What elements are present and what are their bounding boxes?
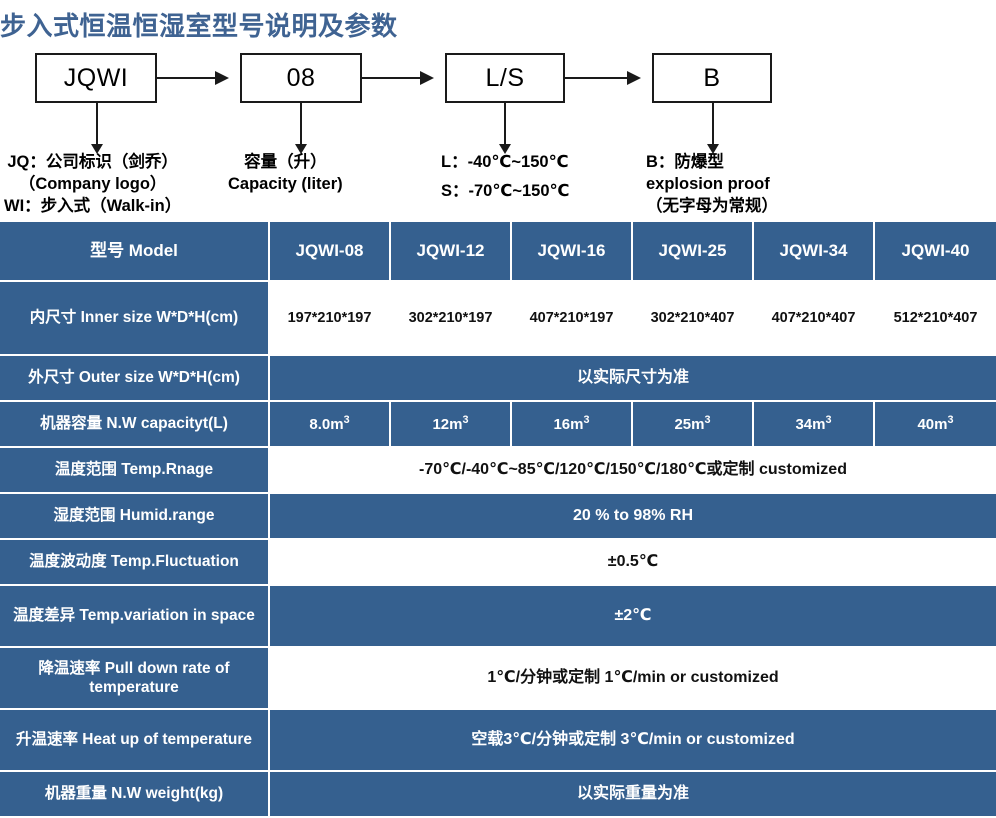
- row-label: 机器容量 N.W capacityt(L): [0, 402, 270, 448]
- model-code-diagram: JQWI 08 L/S B JQ：公司标识（剑乔） （Company logo）…: [0, 48, 996, 218]
- arrow-right-icon-3: [565, 71, 641, 85]
- legend-jqwi-line2: （Company logo）: [18, 174, 167, 193]
- row-label: 湿度范围 Humid.range: [0, 494, 270, 540]
- row-value-merged: -70℃/-40℃~85℃/120℃/150℃/180℃或定制 customiz…: [270, 448, 996, 494]
- row-value-4: 302*210*407: [633, 282, 754, 356]
- table-row: 外尺寸 Outer size W*D*H(cm)以实际尺寸为准: [0, 356, 996, 402]
- code-box-jqwi: JQWI: [35, 53, 157, 103]
- arrow-down-icon-2: [295, 103, 307, 154]
- table-header-model-1: JQWI-08: [270, 222, 391, 282]
- legend-capacity-line2: Capacity (liter): [228, 174, 343, 193]
- arrow-down-icon-1: [91, 103, 103, 154]
- code-box-temp-type: L/S: [445, 53, 565, 103]
- code-box-capacity: 08: [240, 53, 362, 103]
- arrow-down-icon-3: [499, 103, 511, 154]
- page-title: 步入式恒温恒湿室型号说明及参数: [0, 11, 398, 41]
- legend-jqwi-line1: JQ：公司标识（剑乔）: [7, 153, 178, 171]
- arrow-down-icon-4: [707, 103, 719, 154]
- row-value-1: 197*210*197: [270, 282, 391, 356]
- table-row: 温度波动度 Temp.Fluctuation±0.5℃: [0, 540, 996, 586]
- row-value-4: 25m3: [633, 402, 754, 448]
- legend-explosion: B：防爆型 explosion proof （无字母为常规）: [646, 152, 778, 217]
- table-header-model-3: JQWI-16: [512, 222, 633, 282]
- table-header-label: 型号 Model: [0, 222, 270, 282]
- table-header-model-6: JQWI-40: [875, 222, 996, 282]
- superscript: 3: [583, 413, 590, 426]
- table-header-model-2: JQWI-12: [391, 222, 512, 282]
- superscript: 3: [462, 413, 469, 426]
- row-value-3: 407*210*197: [512, 282, 633, 356]
- superscript: 3: [343, 413, 350, 426]
- legend-jqwi: JQ：公司标识（剑乔） （Company logo） WI：步入式（Walk-i…: [4, 152, 181, 217]
- table-header-model-5: JQWI-34: [754, 222, 875, 282]
- legend-explosion-line2: explosion proof: [646, 174, 770, 193]
- legend-capacity: 容量（升） Capacity (liter): [228, 152, 343, 196]
- superscript: 3: [947, 413, 954, 426]
- row-value-1: 8.0m3: [270, 402, 391, 448]
- legend-temp-type-line2: S：-70℃~150℃: [441, 181, 570, 200]
- row-label: 外尺寸 Outer size W*D*H(cm): [0, 356, 270, 402]
- row-value-merged: 1℃/分钟或定制 1℃/min or customized: [270, 648, 996, 710]
- table-row: 温度差异 Temp.variation in space±2℃: [0, 586, 996, 648]
- table-row: 机器重量 N.W weight(kg)以实际重量为准: [0, 772, 996, 818]
- row-value-merged: 20 % to 98% RH: [270, 494, 996, 540]
- row-label: 温度差异 Temp.variation in space: [0, 586, 270, 648]
- superscript: 3: [704, 413, 711, 426]
- row-value-2: 12m3: [391, 402, 512, 448]
- row-value-merged: 空载3℃/分钟或定制 3℃/min or customized: [270, 710, 996, 772]
- row-label: 机器重量 N.W weight(kg): [0, 772, 270, 818]
- arrow-right-icon-1: [157, 71, 229, 85]
- row-value-merged: ±0.5℃: [270, 540, 996, 586]
- legend-explosion-line1: B：防爆型: [646, 153, 724, 171]
- legend-capacity-line1: 容量（升）: [244, 153, 327, 171]
- row-label: 降温速率 Pull down rate of temperature: [0, 648, 270, 710]
- row-value-5: 407*210*407: [754, 282, 875, 356]
- legend-temp-type-line1: L：-40℃~150℃: [441, 153, 569, 171]
- legend-explosion-line3: （无字母为常规）: [646, 196, 778, 215]
- row-value-6: 40m3: [875, 402, 996, 448]
- row-value-5: 34m3: [754, 402, 875, 448]
- table-header-model-4: JQWI-25: [633, 222, 754, 282]
- row-label: 升温速率 Heat up of temperature: [0, 710, 270, 772]
- row-value-6: 512*210*407: [875, 282, 996, 356]
- row-value-2: 302*210*197: [391, 282, 512, 356]
- row-label: 温度范围 Temp.Rnage: [0, 448, 270, 494]
- row-value-3: 16m3: [512, 402, 633, 448]
- arrow-right-icon-2: [362, 71, 434, 85]
- table-row: 温度范围 Temp.Rnage-70℃/-40℃~85℃/120℃/150℃/1…: [0, 448, 996, 494]
- code-box-explosion: B: [652, 53, 772, 103]
- row-label: 内尺寸 Inner size W*D*H(cm): [0, 282, 270, 356]
- legend-jqwi-line3: WI：步入式（Walk-in）: [4, 196, 182, 215]
- row-value-merged: ±2℃: [270, 586, 996, 648]
- row-value-merged: 以实际重量为准: [270, 772, 996, 818]
- row-label: 温度波动度 Temp.Fluctuation: [0, 540, 270, 586]
- legend-temp-type: L：-40℃~150℃ S：-70℃~150℃: [441, 152, 569, 203]
- superscript: 3: [825, 413, 832, 426]
- row-value-merged: 以实际尺寸为准: [270, 356, 996, 402]
